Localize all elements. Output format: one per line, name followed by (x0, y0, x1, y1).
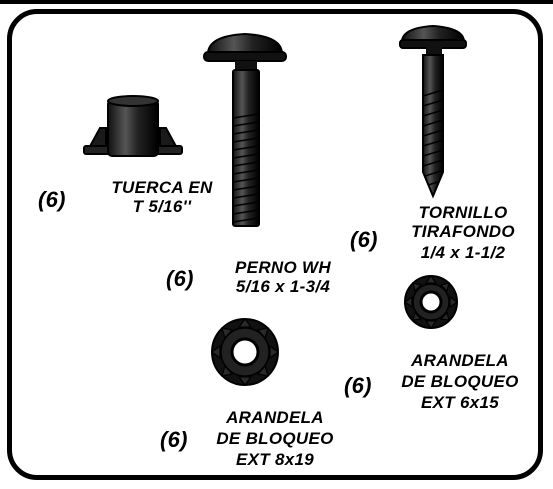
top-rule (0, 0, 553, 4)
perno-quantity: (6) (166, 266, 194, 291)
arandela-grande-label-line1: ARANDELA (226, 408, 324, 427)
arandela-grande-label-line2: DE BLOQUEO (216, 429, 334, 448)
tornillo-label-line2: TIRAFONDO (411, 222, 515, 241)
hardware-panel (7, 9, 543, 480)
arandela-grande-quantity: (6) (160, 427, 188, 452)
tornillo-label-line3: 1/4 x 1-1/2 (420, 243, 506, 262)
perno-label-line2: 5/16 x 1-3/4 (235, 277, 331, 296)
arandela-grande-label-line3: EXT 8x19 (235, 450, 314, 469)
wh-bolt-icon (203, 32, 287, 227)
arandela-chica-label-line3: EXT 6x15 (420, 393, 499, 412)
tuerca-quantity: (6) (38, 187, 66, 212)
arandela-chica-quantity: (6) (344, 373, 372, 398)
tuerca-label-line1: TUERCA EN (111, 178, 213, 197)
lag-screw-icon (399, 24, 467, 199)
tornillo-quantity: (6) (350, 227, 378, 252)
t-nut-icon (83, 95, 183, 157)
tuerca-label-line2: T 5/16'' (132, 197, 192, 216)
arandela-chica-label-line1: ARANDELA (411, 351, 509, 370)
lock-washer-large-icon (211, 318, 279, 386)
arandela-chica-label-line2: DE BLOQUEO (401, 372, 519, 391)
lock-washer-small-icon (403, 274, 459, 330)
perno-label-line1: PERNO WH (235, 258, 331, 277)
tornillo-label-line1: TORNILLO (418, 203, 508, 222)
